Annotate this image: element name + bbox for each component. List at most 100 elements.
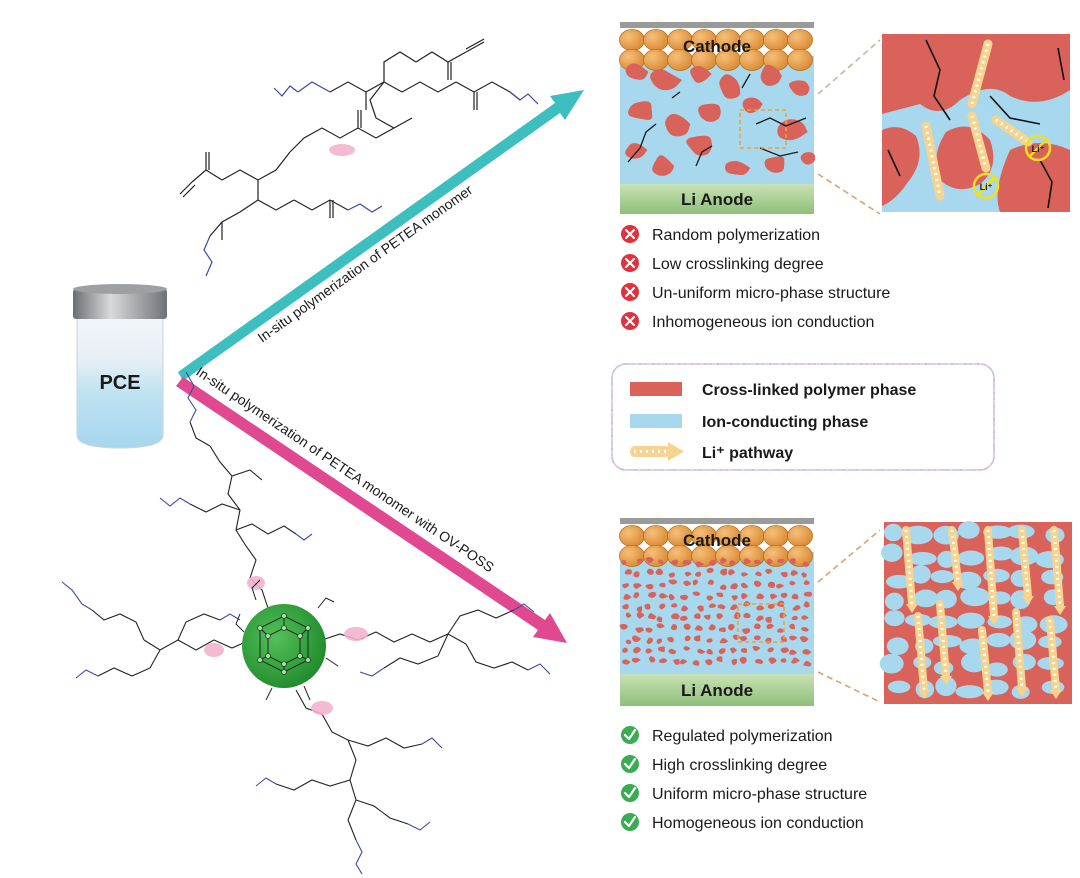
polymer-domain bbox=[636, 606, 643, 613]
polymer-domain bbox=[703, 614, 711, 620]
polymer-domain bbox=[764, 156, 785, 173]
polymer-domain bbox=[659, 658, 668, 664]
benefit-label: Regulated polymerization bbox=[652, 728, 833, 745]
ion-channel bbox=[930, 570, 955, 584]
polymer-domain bbox=[680, 594, 689, 601]
polymer-domain bbox=[756, 605, 765, 611]
polymer-domain bbox=[655, 568, 663, 575]
polymer-domain bbox=[777, 628, 784, 633]
benefit-item: Homogeneous ion conduction bbox=[621, 813, 864, 832]
polymer-domain bbox=[719, 557, 727, 564]
legend-pathway-icon bbox=[630, 442, 684, 461]
cathode-particle bbox=[787, 49, 813, 71]
polymer-domain bbox=[779, 612, 787, 619]
li-pathway-arrow bbox=[948, 526, 964, 591]
benefit-label: High crosslinking degree bbox=[652, 757, 827, 774]
polymer-domain bbox=[791, 657, 800, 664]
polymer-domain bbox=[731, 595, 738, 601]
polymer-domain bbox=[719, 584, 727, 590]
polymer-domain bbox=[622, 583, 629, 589]
polymer-domain bbox=[656, 623, 665, 629]
polymer-domain bbox=[724, 160, 751, 176]
polymer-domain bbox=[633, 583, 642, 589]
legend-swatch-polymer bbox=[630, 382, 682, 396]
legend-box: Cross-linked polymer phase Ion-conductin… bbox=[611, 363, 995, 471]
polymer-domain bbox=[623, 593, 632, 600]
polymer-domain bbox=[671, 613, 680, 620]
polymer-domain bbox=[697, 648, 706, 654]
highlight-spot bbox=[344, 627, 368, 641]
ion-channel bbox=[913, 589, 938, 608]
polymer-domain bbox=[681, 605, 689, 612]
polymer-domain bbox=[792, 605, 801, 611]
polymer-domain bbox=[754, 559, 762, 565]
polymer-domain bbox=[739, 656, 747, 664]
benefit-label: Uniform micro-phase structure bbox=[652, 786, 867, 803]
ion-channel bbox=[879, 653, 904, 674]
polymer-domain bbox=[695, 561, 704, 568]
polymer-domain bbox=[765, 616, 772, 623]
polymer-domain bbox=[631, 657, 641, 663]
cathode-particle bbox=[619, 525, 645, 547]
polymer-domain bbox=[635, 627, 645, 634]
polymer-domain bbox=[645, 583, 654, 590]
petea-monomer bbox=[179, 38, 539, 277]
polymer-domain bbox=[728, 569, 736, 576]
polymer-domain bbox=[780, 592, 788, 598]
polymer-domain bbox=[753, 580, 762, 587]
polymer-domain bbox=[789, 558, 796, 565]
check-icon bbox=[621, 726, 639, 744]
polymer-domain bbox=[705, 659, 713, 666]
polymer-domain bbox=[670, 624, 678, 631]
ion-channel bbox=[935, 676, 957, 697]
polymer-domain bbox=[684, 635, 691, 642]
polymer-domain bbox=[671, 559, 679, 566]
polymer-domain bbox=[646, 637, 653, 645]
anode-label: Li Anode bbox=[681, 190, 753, 209]
legend-pathway-label: Li⁺ pathway bbox=[702, 445, 793, 462]
polymer-domain bbox=[780, 647, 790, 654]
polymer-domain bbox=[716, 592, 724, 598]
polymer-domain bbox=[770, 593, 778, 600]
polymer-domain bbox=[692, 579, 698, 586]
polymer-domain bbox=[740, 582, 749, 589]
polymer-domain bbox=[706, 595, 714, 601]
cathode-particle bbox=[643, 49, 669, 71]
li-pathway-arrow bbox=[1046, 616, 1062, 699]
highlight-spot bbox=[247, 576, 265, 590]
li-pathway-arrow bbox=[921, 121, 945, 201]
ion-channel bbox=[881, 543, 903, 562]
polymer-domain bbox=[649, 656, 656, 663]
polymer-domain bbox=[684, 571, 692, 577]
polymer-domain bbox=[652, 155, 675, 176]
polymer-domain bbox=[650, 69, 682, 91]
issue-label: Un-uniform micro-phase structure bbox=[652, 285, 890, 302]
polymer-domain bbox=[622, 604, 629, 610]
polymer-domain bbox=[767, 647, 775, 653]
polymer-domain bbox=[743, 612, 751, 619]
polymer-domain bbox=[790, 570, 799, 576]
ion-channel bbox=[957, 612, 985, 629]
polymer-domain bbox=[625, 639, 632, 645]
polymer-domain bbox=[789, 649, 797, 655]
polymer-domain bbox=[776, 583, 785, 589]
issue-item: Low crosslinking degree bbox=[621, 254, 824, 273]
polymer-domain bbox=[753, 635, 761, 641]
check-icon bbox=[621, 755, 639, 773]
arrow-bottom bbox=[176, 377, 567, 643]
polymer-domain bbox=[656, 616, 663, 623]
polymer-domain bbox=[624, 569, 633, 575]
ion-channel bbox=[985, 662, 1008, 677]
ion-channel bbox=[960, 587, 990, 607]
polymer-domain bbox=[633, 571, 640, 578]
polymer-domain bbox=[730, 583, 738, 590]
polymer-domain bbox=[740, 647, 748, 653]
polymer-domain bbox=[718, 648, 726, 655]
highlight-spot bbox=[311, 701, 333, 715]
polymer-domain bbox=[708, 603, 717, 608]
polymer-domain bbox=[668, 648, 677, 655]
crack-lines bbox=[627, 73, 807, 167]
polymer-domain bbox=[644, 603, 651, 610]
issue-item: Un-uniform micro-phase structure bbox=[621, 283, 890, 302]
cathode-label: Cathode bbox=[683, 531, 751, 550]
